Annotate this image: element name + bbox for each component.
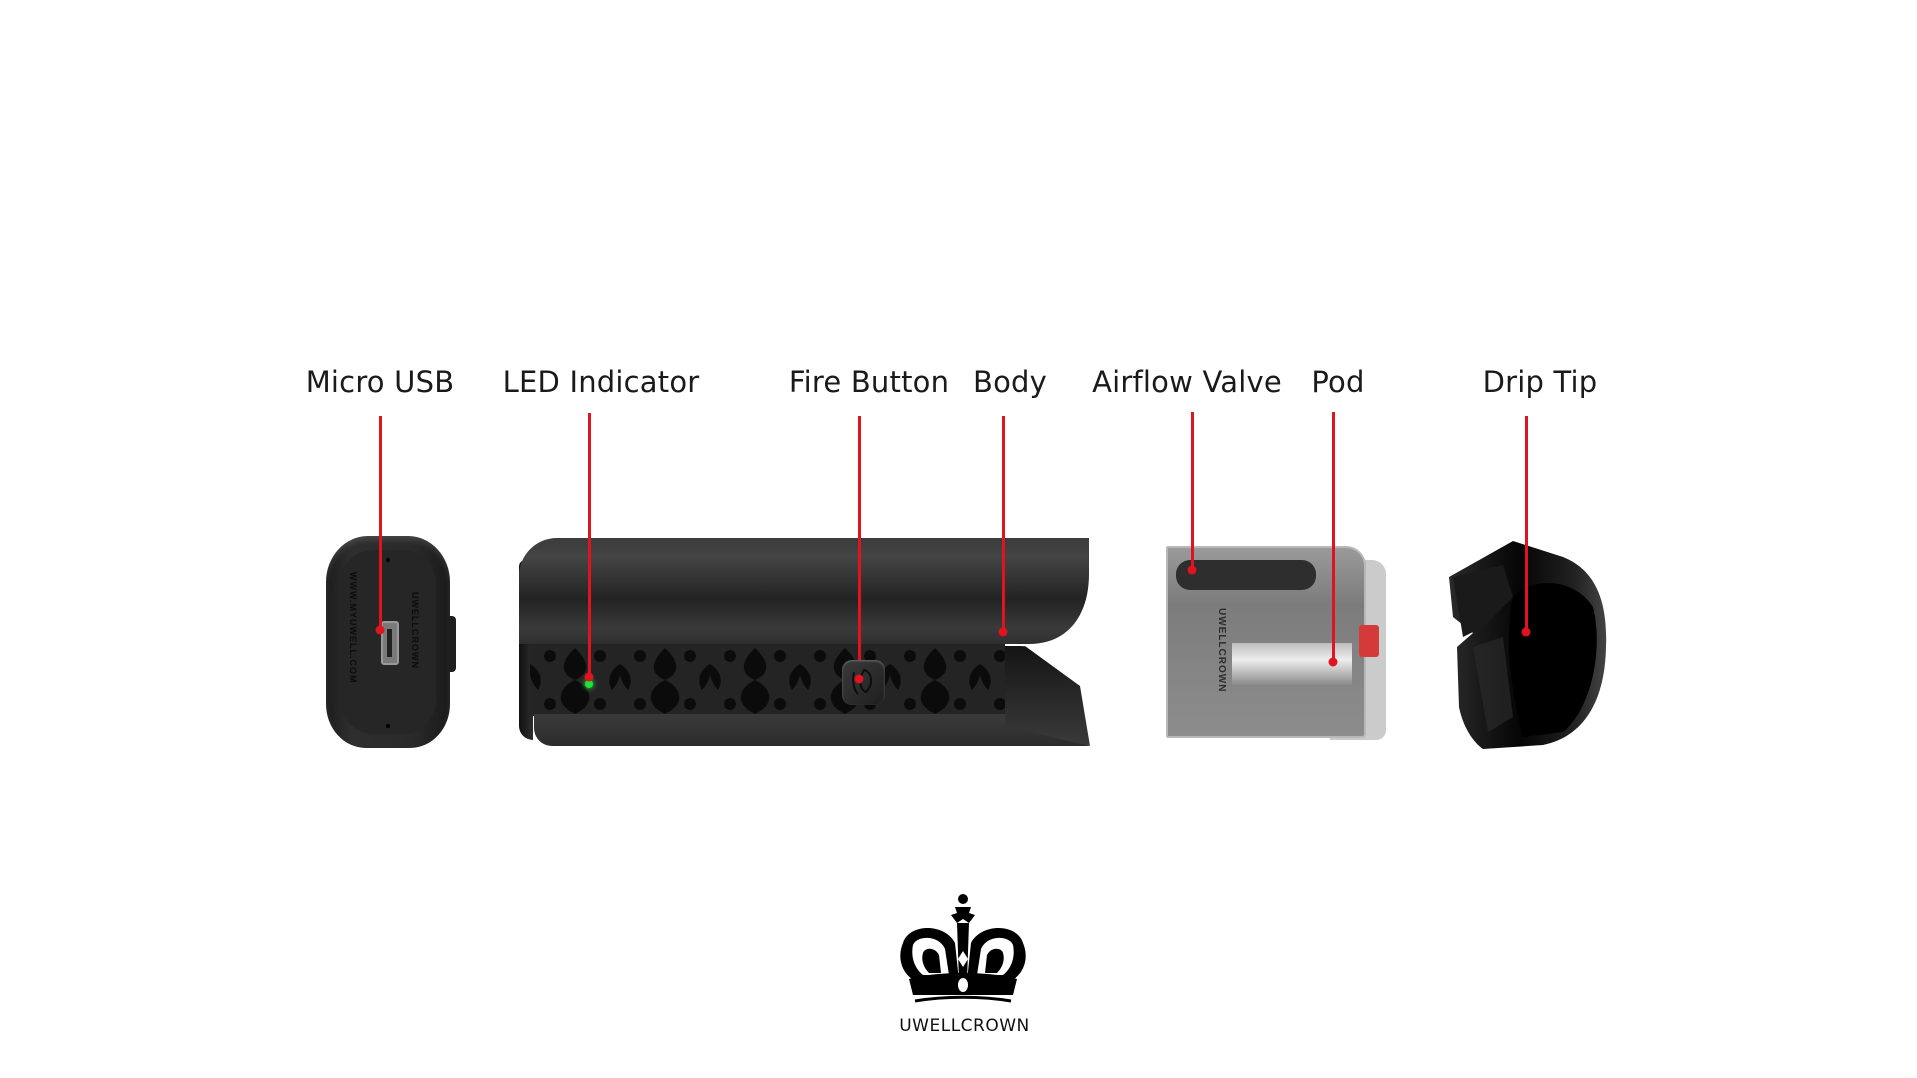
- leader-line-led-indicator: [588, 413, 591, 677]
- cap-hole-top: [386, 558, 390, 562]
- body-upper-shell: [519, 538, 1089, 644]
- label-pod: Pod: [1311, 365, 1365, 399]
- leader-line-body: [1002, 416, 1005, 632]
- micro-usb-end-cap: WWW.MYUWELL.COM UWELLCROWN: [326, 536, 456, 748]
- cap-url-text: WWW.MYUWELL.COM: [348, 572, 358, 684]
- leader-dot-pod: [1328, 657, 1338, 667]
- leader-dot-airflow-valve: [1187, 565, 1197, 575]
- label-drip-tip: Drip Tip: [1482, 365, 1598, 399]
- fire-button: [842, 660, 885, 705]
- uwellcrown-logo: [895, 893, 1031, 1005]
- label-fire-button: Fire Button: [788, 365, 950, 399]
- leader-dot-micro-usb: [375, 625, 385, 635]
- leader-dot-led-indicator: [584, 672, 594, 682]
- logo-wordmark: UWELLCROWN: [899, 1016, 1030, 1036]
- drip-tip-shape-icon: [1449, 541, 1607, 749]
- pod-red-seal: [1359, 625, 1379, 657]
- cap-brand-text: UWELLCROWN: [410, 592, 420, 669]
- crown-logo-icon: [900, 894, 1026, 1003]
- airflow-valve-slider: [1176, 560, 1316, 590]
- leader-line-fire-button: [858, 416, 861, 679]
- leader-dot-fire-button: [854, 674, 864, 684]
- cap-side-ridge: [448, 616, 456, 672]
- micro-usb-port: [381, 621, 399, 665]
- drip-tip: [1443, 537, 1610, 752]
- label-micro-usb: Micro USB: [305, 365, 455, 399]
- label-led-indicator: LED Indicator: [502, 365, 700, 399]
- body-damask-panel: [530, 644, 1005, 716]
- leader-line-airflow-valve: [1191, 412, 1194, 570]
- pod-brand-text: UWELLCROWN: [1216, 608, 1227, 693]
- damask-pattern-icon: [530, 644, 1005, 716]
- pod-cartridge: UWELLCROWN: [1166, 546, 1366, 738]
- led-indicator-light: [585, 680, 593, 688]
- leader-dot-body: [998, 627, 1008, 637]
- leader-line-pod: [1332, 412, 1335, 662]
- label-airflow-valve: Airflow Valve: [1092, 365, 1282, 399]
- leader-dot-drip-tip: [1521, 627, 1531, 637]
- cap-hole-bottom: [386, 724, 390, 728]
- label-body: Body: [972, 365, 1048, 399]
- body-lower-shell: [534, 714, 1089, 746]
- leader-line-drip-tip: [1525, 416, 1528, 632]
- crown-emblem-icon: [852, 668, 872, 695]
- leader-line-micro-usb: [379, 416, 382, 630]
